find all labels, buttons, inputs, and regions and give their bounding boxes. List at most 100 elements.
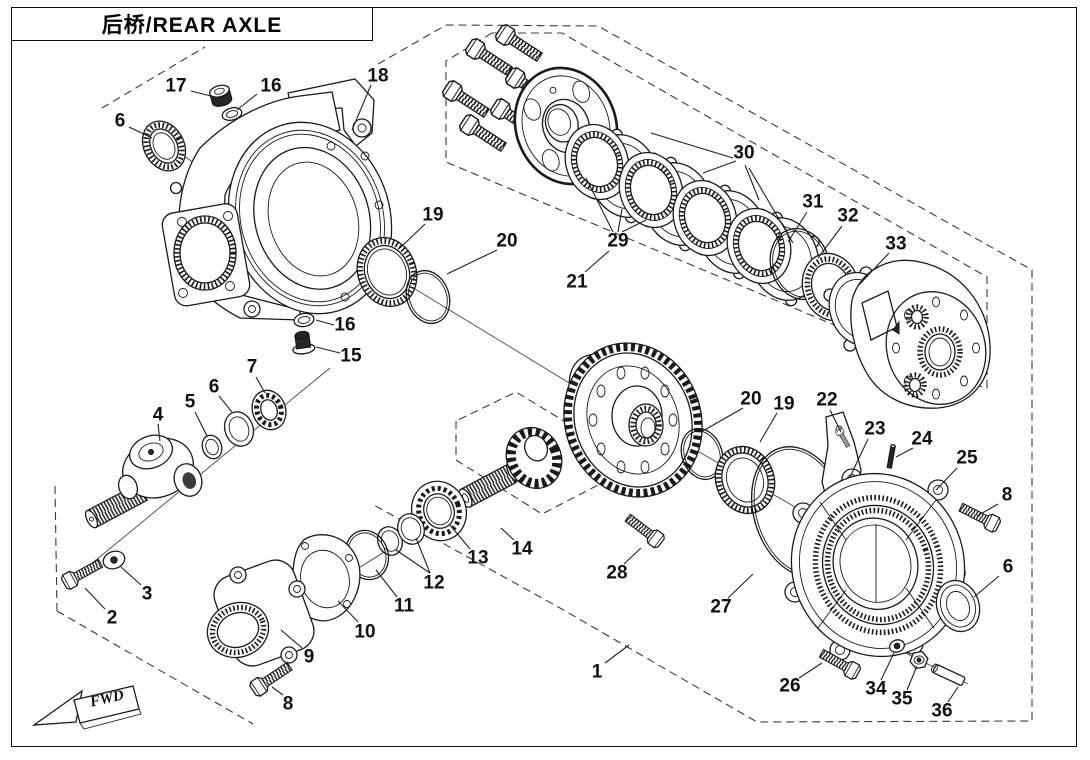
leader-line-26-25 xyxy=(798,662,823,679)
part-label-23-15: 23 xyxy=(864,419,885,440)
stud-part-24 xyxy=(886,444,896,469)
leader-line-19-21 xyxy=(759,412,778,443)
part-label-6-2: 6 xyxy=(115,111,126,132)
leader-line-1-24 xyxy=(604,644,630,664)
leader-line-6-19 xyxy=(973,575,1000,598)
part-label-18-3: 18 xyxy=(367,66,388,87)
leader-line-4-38 xyxy=(157,423,161,442)
title-box: 后桥/REAR AXLE xyxy=(11,7,373,41)
assembly-boundary-outer xyxy=(54,24,1033,725)
part-label-11-32: 11 xyxy=(394,596,415,617)
leader-line-7-41 xyxy=(255,376,266,394)
leader-line-33-13 xyxy=(857,252,890,287)
leader-line-21-8 xyxy=(584,250,610,273)
leader-line-15-7 xyxy=(315,346,341,354)
seal-part-6-right xyxy=(935,579,981,633)
leader-line-9-34 xyxy=(280,629,303,649)
part-label-6-19: 6 xyxy=(1003,557,1014,578)
leader-line-22-14 xyxy=(829,409,842,433)
leader-line-25-17 xyxy=(935,467,958,491)
part-label-31-11: 31 xyxy=(802,192,824,213)
leader-line-36-28 xyxy=(947,686,959,703)
part-label-1-24: 1 xyxy=(592,662,603,683)
part-label-16-1: 16 xyxy=(260,76,281,97)
pin-part-36 xyxy=(931,663,966,686)
leader-line-14-29 xyxy=(500,527,515,541)
part-label-26-25: 26 xyxy=(779,676,800,697)
part-label-7-41: 7 xyxy=(247,357,258,378)
filler-plug-part-17 xyxy=(209,84,233,107)
leader-line-32-12 xyxy=(817,225,843,259)
leader-line-23-15 xyxy=(849,438,869,478)
part-label-13-30: 13 xyxy=(467,548,488,569)
part-label-27-22: 27 xyxy=(710,597,731,618)
leader-line-35-27 xyxy=(906,665,918,691)
leader-line-5-39 xyxy=(194,411,208,437)
part-label-24-16: 24 xyxy=(911,429,933,450)
drain-plug-part-15 xyxy=(292,330,316,355)
washer-part-34 xyxy=(889,639,905,653)
leader-line-17-0 xyxy=(190,90,216,98)
washer-part-16-top xyxy=(221,107,243,121)
part-label-2-36: 2 xyxy=(107,608,118,629)
leader-line-29-9 xyxy=(617,208,623,233)
leader-line-30-10 xyxy=(748,167,794,244)
bearing-part-19-left xyxy=(356,236,418,308)
part-label-20-20: 20 xyxy=(740,389,761,410)
part-label-33-13: 33 xyxy=(885,234,906,255)
bearing-carrier-part-9 xyxy=(206,559,315,667)
pinion-gear-part-14 xyxy=(458,427,563,508)
part-label-32-12: 32 xyxy=(837,206,858,227)
leader-line-19-4 xyxy=(399,223,426,249)
part-label-5-39: 5 xyxy=(185,392,196,413)
washer-part-3 xyxy=(102,550,126,570)
part-label-8-35: 8 xyxy=(283,694,294,715)
part-label-25-17: 25 xyxy=(956,448,978,469)
differential-drum xyxy=(850,259,991,409)
leader-line-31-11 xyxy=(787,211,808,243)
leader-line-30-10 xyxy=(650,132,734,159)
part-label-28-23: 28 xyxy=(606,563,627,584)
leader-line-3-37 xyxy=(120,566,142,586)
washer-part-16-bottom xyxy=(293,312,315,328)
shim-ring-part-20-left xyxy=(405,269,451,325)
part-label-14-29: 14 xyxy=(511,539,533,560)
leader-line-20-20 xyxy=(700,407,744,433)
rings-part-12 xyxy=(377,513,425,556)
leader-line-13-30 xyxy=(449,524,471,550)
part-label-17-0: 17 xyxy=(165,76,186,97)
leader-line-29-9 xyxy=(621,219,647,233)
fwd-arrow: FWD xyxy=(31,685,142,730)
leader-line-29-9 xyxy=(585,177,614,233)
part-label-4-38: 4 xyxy=(153,405,164,426)
leader-line-12-31 xyxy=(395,549,431,574)
leader-line-30-10 xyxy=(702,160,737,174)
yoke-part-4 xyxy=(84,434,203,529)
leader-line-30-10 xyxy=(744,164,760,201)
part-label-22-14: 22 xyxy=(816,390,837,411)
page-frame xyxy=(11,7,1077,747)
leader-line-8-18 xyxy=(976,503,999,517)
part-label-21-8: 21 xyxy=(566,272,588,293)
part-label-34-26: 34 xyxy=(865,679,887,700)
seal-part-6-mid xyxy=(223,411,255,447)
leader-line-34-26 xyxy=(880,652,895,681)
cover-part-25 xyxy=(784,468,966,661)
leader-line-16-6 xyxy=(315,319,335,326)
leader-line-8-35 xyxy=(271,686,284,696)
leader-line-10-33 xyxy=(337,600,359,623)
part-label-29-9: 29 xyxy=(607,231,628,252)
leader-line-27-22 xyxy=(727,573,754,599)
leader-line-18-3 xyxy=(351,84,372,131)
part-label-9-34: 9 xyxy=(304,647,315,668)
part-label-12-31: 12 xyxy=(423,573,444,594)
part-label-16-6: 16 xyxy=(334,315,355,336)
bolt-part-2 xyxy=(59,555,106,592)
part-label-19-4: 19 xyxy=(422,205,443,226)
part-label-3-37: 3 xyxy=(142,584,153,605)
oil-seal-part-6-left xyxy=(141,120,187,172)
page-title: 后桥/REAR AXLE xyxy=(101,14,283,37)
